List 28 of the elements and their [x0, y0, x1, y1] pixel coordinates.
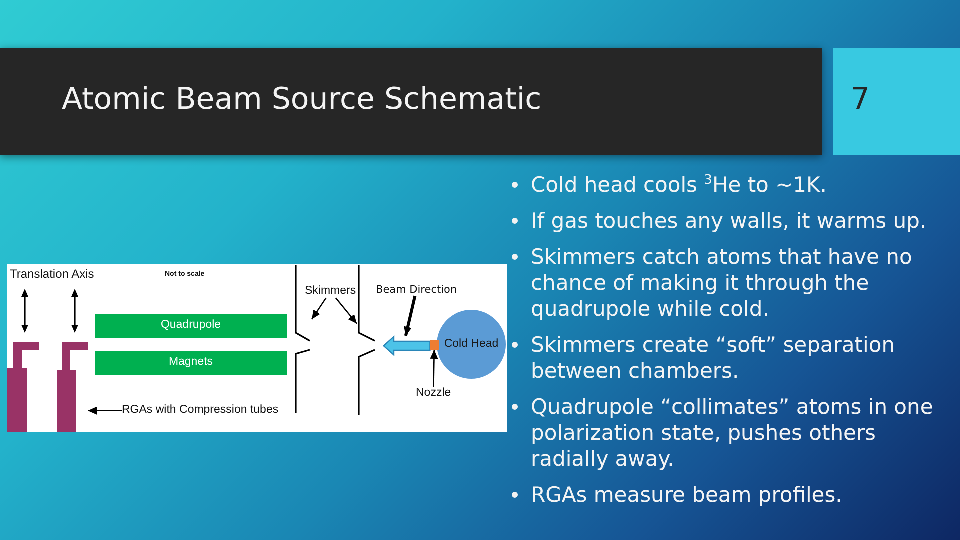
nozzle — [430, 340, 439, 350]
rga-tube — [7, 342, 39, 432]
beam-arrow — [383, 336, 431, 356]
bullet-text: Cold head cools $^{3}$He to ~1K. — [531, 172, 828, 198]
leader-arrow — [311, 298, 327, 320]
bullet-text: If gas touches any walls, it warms up. — [531, 208, 928, 234]
slide-number: 7 — [851, 83, 870, 118]
callout-label: RGAs with Compression tubes — [122, 404, 279, 418]
leader-arrow — [336, 298, 358, 324]
axis-label: Translation Axis — [10, 268, 94, 282]
leader-arrow — [404, 296, 417, 336]
bar-label: Magnets — [168, 356, 214, 370]
bar-label: Quadrupole — [160, 319, 222, 333]
bullet-text: Quadrupole “collimates” atoms in one polarization state, pushes others radially away. — [531, 394, 934, 472]
bullet-text: RGAs measure beam profiles. — [531, 482, 844, 508]
bullet-text: Skimmers catch atoms that have no chance of making it through the quadrupole while cold. — [531, 244, 914, 322]
callout-label: Nozzle — [416, 387, 452, 400]
callout-label: Beam Direction — [376, 284, 458, 296]
magnet-bar — [95, 351, 287, 375]
leader-arrow — [430, 350, 438, 388]
slide-title: Atomic Beam Source Schematic — [62, 83, 542, 118]
leader-arrow — [88, 406, 122, 415]
rga-tube — [57, 342, 88, 432]
bullet-text: Skimmers create “soft” separation between chambers. — [531, 332, 896, 384]
callout-label: Skimmers — [305, 285, 356, 298]
quadrupole-bar — [95, 314, 287, 338]
circle-label: Cold Head — [444, 338, 499, 352]
skimmer-wall — [357, 265, 377, 415]
